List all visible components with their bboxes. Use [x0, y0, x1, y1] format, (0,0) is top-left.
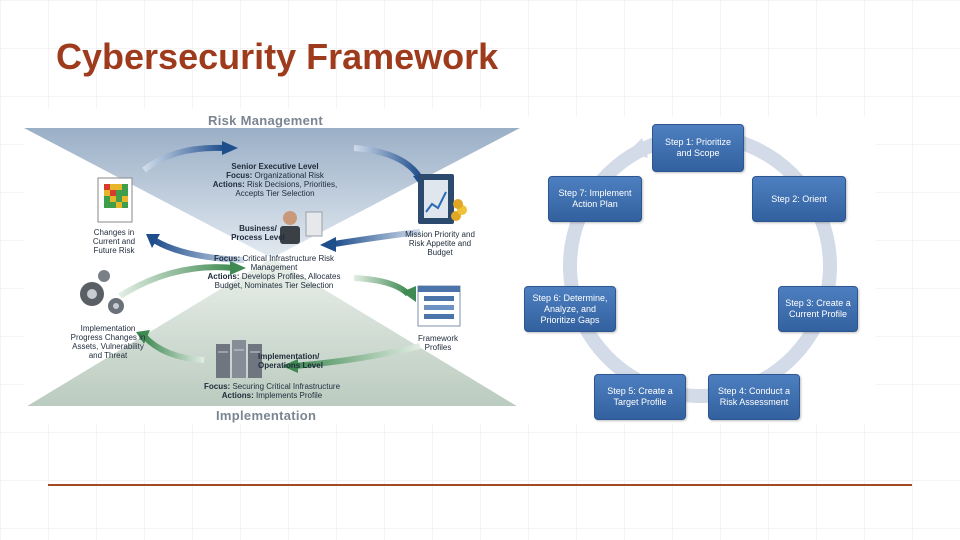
risk-heatmap-document-icon: [97, 177, 133, 223]
framework-profiles-icon: [417, 285, 461, 327]
senior-actions-text: Risk Decisions, Priorities, Accepts Tier…: [235, 180, 338, 198]
step-2-box: Step 2: Orient: [752, 176, 846, 222]
operations-block: Focus: Securing Critical Infrastructure …: [192, 382, 352, 400]
business-actions-label: Actions:: [207, 272, 240, 281]
step-5-box: Step 5: Create a Target Profile: [594, 374, 686, 420]
senior-actions-label: Actions:: [212, 180, 245, 189]
business-process-block: Focus: Critical Infrastructure Risk Mana…: [204, 254, 344, 290]
step-6-box: Step 6: Determine, Analyze, and Prioriti…: [524, 286, 616, 332]
business-level-heading: Business/ Process Level: [231, 224, 285, 242]
operations-focus-text: Securing Critical Infrastructure: [232, 382, 341, 391]
mission-label: Mission Priority and Risk Appetite and B…: [405, 230, 475, 257]
operations-focus-label: Focus:: [203, 382, 231, 391]
operations-level-heading: Implementation/ Operations Level: [258, 352, 323, 370]
gears-icon: [80, 270, 124, 314]
step-1-box: Step 1: Prioritize and Scope: [652, 124, 744, 172]
seven-step-cycle: Step 1: Prioritize and Scope Step 2: Ori…: [520, 116, 876, 424]
step-7-box: Step 7: Implement Action Plan: [548, 176, 642, 222]
senior-focus-text: Organizational Risk: [254, 171, 324, 180]
senior-executive-block: Senior Executive Level Focus: Organizati…: [210, 162, 340, 198]
business-actions-text: Develops Profiles, Allocates Budget, Nom…: [214, 272, 341, 290]
senior-focus-label: Focus:: [226, 171, 253, 180]
step-3-box: Step 3: Create a Current Profile: [778, 286, 858, 332]
business-focus-label: Focus:: [213, 254, 241, 263]
progress-label: Implementation Progress Changes in Asset…: [70, 324, 146, 360]
profiles-label: Framework Profiles: [417, 334, 458, 352]
risk-management-diagram: Risk Management Implementation Senior Ex…: [24, 108, 520, 424]
page-title: Cybersecurity Framework: [56, 36, 499, 77]
footer-divider: [48, 484, 912, 486]
risk-diagram-graphic: [24, 108, 520, 424]
operations-actions-text: Implements Profile: [255, 391, 323, 400]
risk-management-label: Risk Management: [208, 113, 324, 128]
business-person-icon: [280, 211, 323, 244]
operations-actions-label: Actions:: [221, 391, 254, 400]
senior-heading: Senior Executive Level: [231, 162, 319, 171]
changes-label: Changes in Current and Future Risk: [92, 228, 136, 255]
implementation-label: Implementation: [216, 408, 317, 423]
server-racks-icon: [216, 340, 262, 378]
step-4-box: Step 4: Conduct a Risk Assessment: [708, 374, 800, 420]
business-focus-text: Critical Infrastructure Risk Management: [242, 254, 335, 272]
budget-binder-icon: [418, 174, 467, 224]
